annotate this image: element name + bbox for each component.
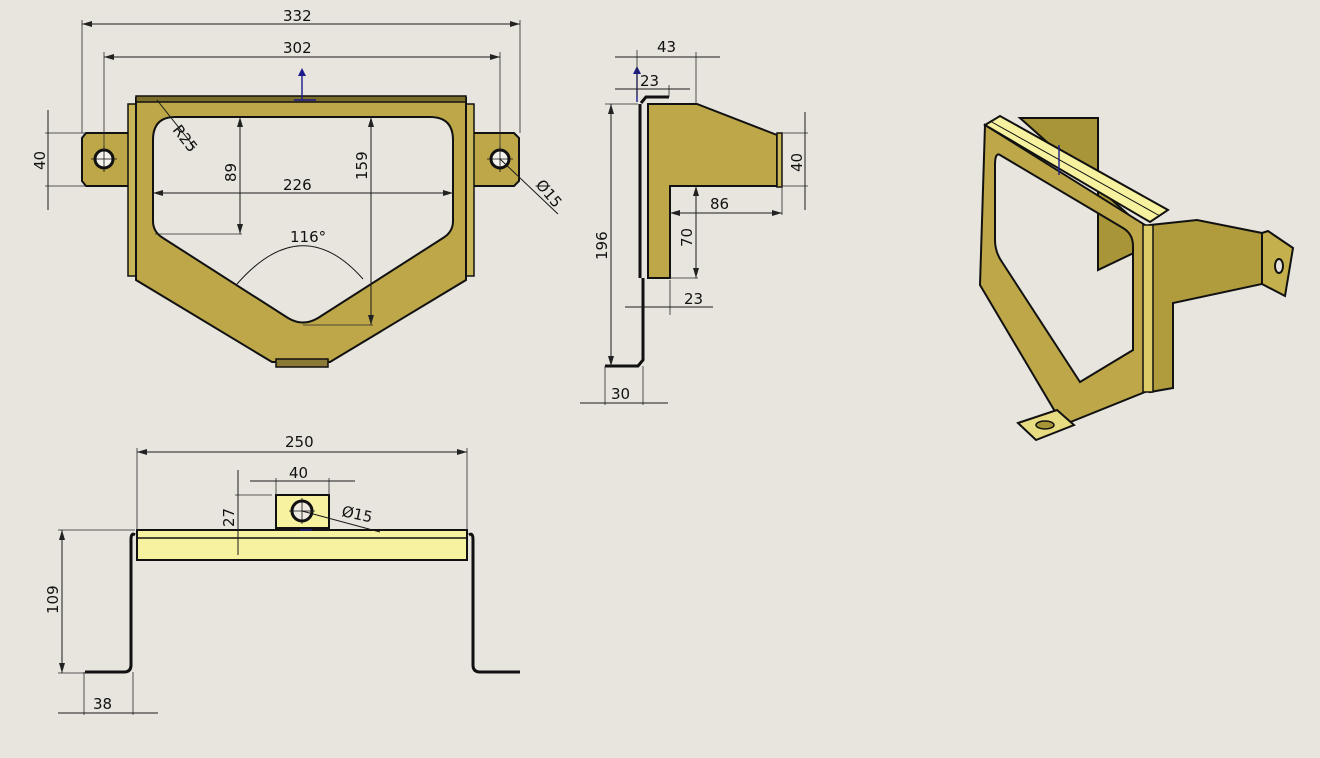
top-bar	[136, 529, 468, 561]
dim-332: 332	[283, 7, 312, 25]
iso-frame	[978, 123, 1146, 427]
dim-89: 89	[222, 163, 240, 182]
dim-250: 250	[285, 433, 314, 451]
dim-116deg: 116°	[290, 228, 326, 246]
bottom-foot	[275, 358, 329, 368]
dim-302: 302	[283, 39, 312, 57]
dim-226: 226	[283, 176, 312, 194]
dim-40-top: 40	[289, 464, 308, 482]
dim-109: 109	[44, 585, 62, 614]
dim-159: 159	[353, 151, 371, 180]
dim-43: 43	[657, 38, 676, 56]
side-body	[647, 103, 778, 279]
dim-196: 196	[593, 231, 611, 260]
dim-30: 30	[611, 385, 630, 403]
isometric-view	[978, 114, 1295, 442]
dim-27: 27	[220, 508, 238, 527]
dim-86: 86	[710, 195, 729, 213]
side-view: 43 23 40 86 70 23 196 30	[580, 38, 808, 405]
dim-23-bottom: 23	[684, 290, 703, 308]
dim-23-top: 23	[640, 72, 659, 90]
dim-40-tab: 40	[31, 151, 49, 170]
dim-38: 38	[93, 695, 112, 713]
top-view: 250 40 27 Ø15 109 38	[44, 433, 520, 715]
dim-70: 70	[678, 228, 696, 247]
iso-arm	[1149, 218, 1263, 394]
dim-40-side: 40	[788, 153, 806, 172]
dim-r25: R25	[169, 121, 201, 155]
front-view: 332 302 40 R25 89 226 159 116° Ø15	[31, 7, 566, 368]
